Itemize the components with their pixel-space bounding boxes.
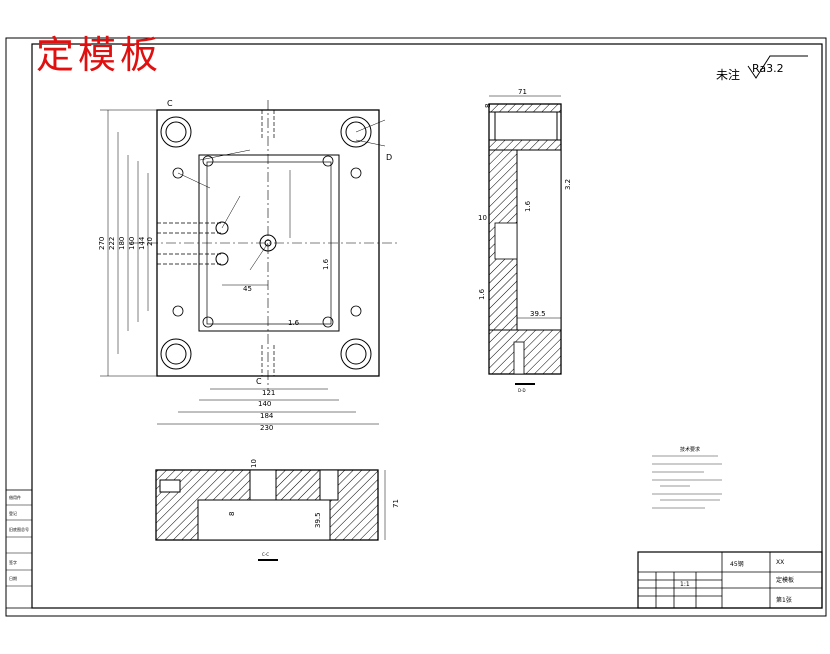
bottom-dims: 71 39.5 10 8	[228, 459, 400, 528]
dim-160: 160	[128, 237, 136, 250]
dim-45: 45	[243, 285, 252, 293]
side-rough-3-2: 3.2	[564, 179, 572, 190]
dim-140: 140	[258, 400, 271, 408]
side-dim-10: 10	[478, 214, 487, 222]
roughness-note: 未注 Ra3.2	[716, 62, 784, 83]
outer-frame	[5, 37, 827, 617]
dim-144: 144	[138, 236, 146, 250]
dim-180: 180	[118, 237, 126, 250]
dim-222: 222	[108, 237, 116, 250]
strip-text-2: 登记	[9, 510, 17, 516]
side-rough-1-6-b: 1.6	[478, 288, 486, 300]
section-mark-c-top: C	[167, 99, 173, 108]
strip-text-1: 借用件	[9, 494, 21, 500]
drawing-title: 定模板	[36, 33, 163, 77]
plan-dims: 230 184 140 121 45 270 222 180 160 144 2…	[98, 99, 392, 432]
side-section-label: D-D	[518, 388, 526, 393]
bottom-view	[155, 469, 386, 561]
section-mark-d: D	[386, 153, 392, 162]
title-block	[637, 551, 823, 609]
bottom-dim-71: 71	[392, 499, 400, 508]
dim-230: 230	[260, 424, 273, 432]
inner-frame	[31, 43, 823, 609]
dim-20: 20	[146, 237, 154, 246]
tech-notes: 技术要求	[652, 446, 722, 509]
bottom-section-label: C-C	[262, 552, 269, 557]
bottom-dim-8: 8	[228, 512, 236, 516]
strip-text-3: 旧底图总号	[9, 526, 29, 532]
roughness-value: Ra3.2	[752, 62, 784, 75]
side-dim-39-5: 39.5	[530, 310, 546, 318]
title-block-text: 45钢 XX 定模板 第1张 1:1	[680, 559, 794, 604]
screw-hole	[172, 155, 362, 328]
sprue-hole	[259, 234, 277, 252]
roughness-1-6-a: 1.6	[322, 258, 330, 270]
roughness-symbol	[747, 55, 808, 79]
material-label: 45钢	[730, 560, 744, 568]
scale-label: 1:1	[680, 581, 690, 588]
strip-text-5: 日期	[9, 575, 17, 581]
dim-184: 184	[260, 412, 274, 420]
section-mark-c-bottom: C	[256, 377, 262, 386]
bottom-dim-10: 10	[250, 459, 258, 468]
side-dim-71: 71	[518, 88, 527, 96]
bottom-dim-39-5: 39.5	[314, 512, 322, 528]
part-name-label: 定模板	[776, 576, 794, 584]
left-binding-strip: 借用件 登记 旧底图总号 签字 日期	[5, 489, 33, 609]
school-label: XX	[776, 559, 784, 566]
guide-hole	[160, 116, 372, 370]
plan-view	[100, 100, 400, 425]
sheet-label: 第1张	[776, 596, 792, 604]
dim-121: 121	[262, 389, 275, 397]
side-view	[488, 95, 562, 385]
roughness-1-6-b: 1.6	[288, 319, 300, 327]
tech-notes-heading: 技术要求	[680, 446, 700, 453]
dim-270: 270	[98, 237, 106, 250]
strip-text-4: 签字	[9, 559, 17, 565]
side-rough-1-6-a: 1.6	[524, 200, 532, 212]
side-dim-8: 8	[484, 104, 492, 108]
side-dims: 71 39.5 10 8 3.2 1.6 1.6	[478, 88, 572, 318]
roughness-prefix: 未注	[716, 68, 741, 82]
